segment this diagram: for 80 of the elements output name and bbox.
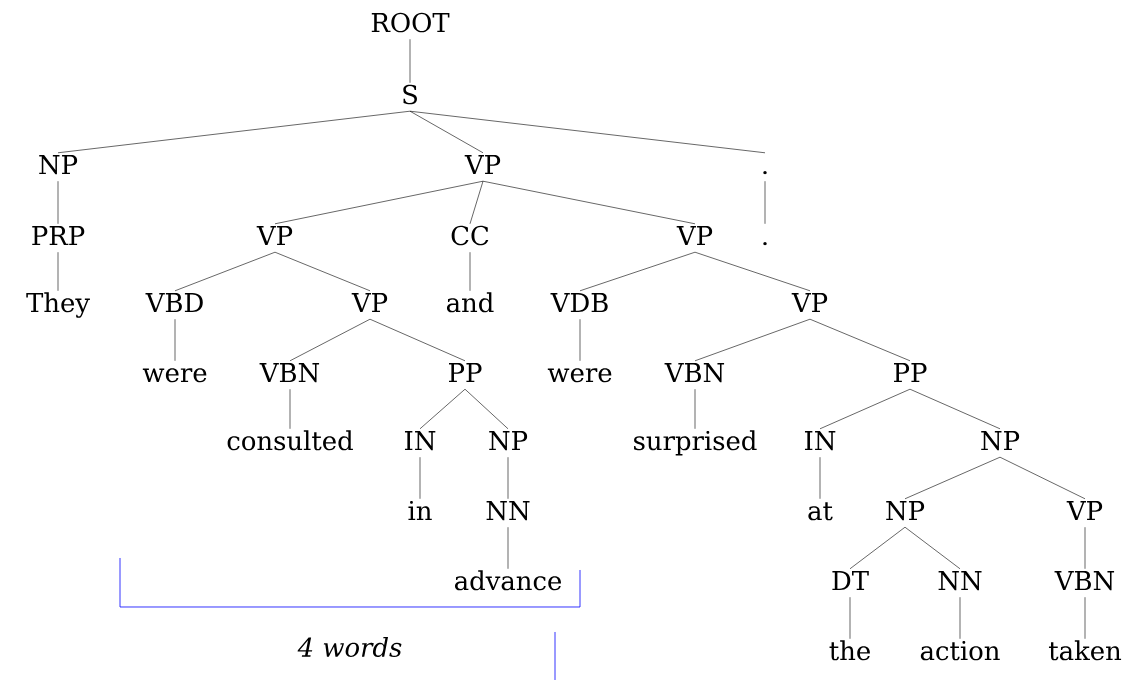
tree-branch [57,251,59,292]
tree-branch [289,318,371,362]
tree-label: and [446,292,494,313]
tree-branch [909,388,1001,430]
tree-label: VP [676,226,713,245]
tree-label: . [763,242,767,246]
tree-label: VBN [664,363,725,383]
tree-branch [849,526,906,570]
tree-branch [579,251,696,292]
tree-label: the [829,640,870,661]
tree-branch [174,251,276,292]
tree-branch [849,596,851,640]
tree-label: action [920,640,1000,661]
tree-label: advance [455,570,561,591]
tree-branch [409,38,411,84]
tree-label: VP [791,293,828,312]
tree-label: PRP [32,226,85,245]
tree-branch [819,388,911,430]
tree-branch [1084,596,1086,640]
word-count: 4 words [297,636,402,657]
tree-label: CC [451,225,489,246]
tree-label: VP [464,155,501,174]
tree-label: DT [832,571,869,590]
tree-label: ROOT [371,12,450,33]
tree-label: surprised [634,430,757,456]
tree-label: PP [449,363,482,382]
tree-branch [482,180,696,225]
tree-branch [419,456,421,500]
tree-label: S [403,84,417,105]
tree-label: NP [489,431,528,451]
tree-branch [419,388,466,430]
tree-branch [274,180,484,225]
tree-branch [819,456,821,500]
tree-branch [809,318,911,362]
tree-label: VP [256,226,293,245]
tree-branch [57,180,59,225]
tree-branch [694,388,696,430]
tree-branch [694,251,811,292]
tree-label: PP [894,363,927,382]
tree-label: VP [1066,501,1103,520]
tree-label: in [408,500,432,520]
tree-branch [959,596,961,640]
tree-label: NN [938,571,982,591]
tree-branch [507,456,509,500]
tree-branch [274,251,371,292]
tree-branch [289,388,291,430]
tree-branch [57,110,411,154]
tree-label: NP [886,501,925,521]
tree-label: consulted [227,430,353,451]
tree-label: were [142,368,207,383]
tree-branch [764,180,766,225]
tree-label: . [763,171,767,175]
tree-label: NN [486,501,530,521]
tree-branch [409,110,766,154]
tree-branch [507,526,509,570]
tree-branch [469,251,471,292]
tree-branch [1084,526,1086,570]
tree-label: They [26,292,90,318]
tree-label: VBN [1054,571,1115,591]
tree-branch [999,456,1086,500]
tree-label: were [547,368,612,383]
tree-label: VBD [145,293,203,312]
tree-label: NP [39,155,78,175]
tree-branch [904,526,961,570]
tree-label: VBN [259,363,320,383]
tree-branch [904,456,1001,500]
tree-branch [464,388,509,430]
tree-branch [579,318,581,362]
tree-label: IN [805,431,836,451]
tree-branch [469,180,484,225]
tree-label: taken [1048,640,1122,661]
tree-label: NP [981,431,1020,451]
tree-label: IN [405,431,436,451]
tree-branch [174,318,176,362]
tree-branch [694,318,811,362]
tree-label: VP [351,293,388,312]
tree-label: at [808,502,833,521]
tree-branch [409,110,484,154]
tree-branch [369,318,466,362]
tree-label: VDB [550,293,608,312]
